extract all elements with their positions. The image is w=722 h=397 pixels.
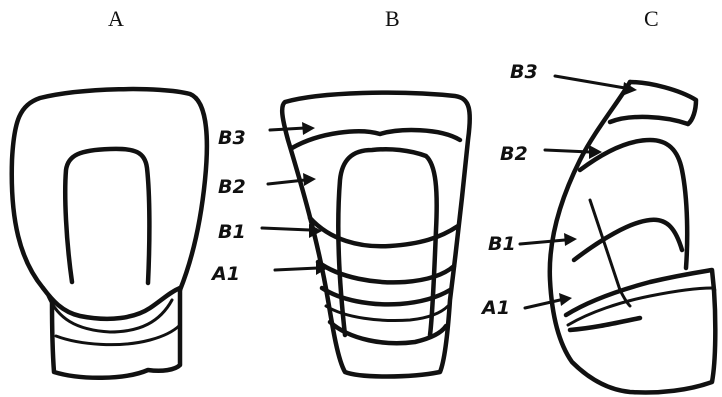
panel-b-arrowhead-b3: [302, 122, 315, 135]
panel-c: C B3 B2 B1 A1: [480, 6, 715, 393]
panel-c-label-a1: A1: [480, 297, 510, 319]
panel-c-callouts: B3 B2 B1 A1: [480, 61, 637, 319]
panel-b: B B3 B2 B1 A1: [210, 6, 470, 377]
panel-c-letter: C: [644, 6, 659, 31]
panel-b-callouts: B3 B2 B1 A1: [210, 122, 328, 285]
panel-c-arrow-b3: [555, 76, 625, 88]
panel-b-arrow-b3: [270, 128, 305, 130]
panel-c-label-b2: B2: [500, 143, 528, 165]
panel-c-label-b3: B3: [510, 61, 538, 83]
panel-b-label-a1: A1: [210, 263, 240, 285]
panel-a-letter: A: [108, 6, 124, 31]
panel-b-label-b3: B3: [218, 127, 246, 149]
panel-b-arrow-a1: [275, 268, 318, 270]
panel-c-arrow-b1: [520, 240, 565, 244]
panel-b-arrow-b1: [262, 228, 310, 230]
panel-b-label-b1: B1: [218, 221, 246, 243]
panel-c-tooth-outline: [550, 82, 716, 393]
panel-b-letter: B: [385, 6, 400, 31]
panel-c-arrowhead-b1: [564, 233, 577, 246]
panel-b-arrowhead-b2: [303, 173, 316, 186]
panel-a: A: [12, 6, 207, 378]
panel-a-tooth-outline: [12, 89, 207, 378]
panel-c-label-b1: B1: [488, 233, 516, 255]
panel-c-arrowhead-a1: [559, 293, 572, 306]
panel-c-arrow-b2: [545, 150, 590, 152]
panel-b-label-b2: B2: [218, 176, 246, 198]
